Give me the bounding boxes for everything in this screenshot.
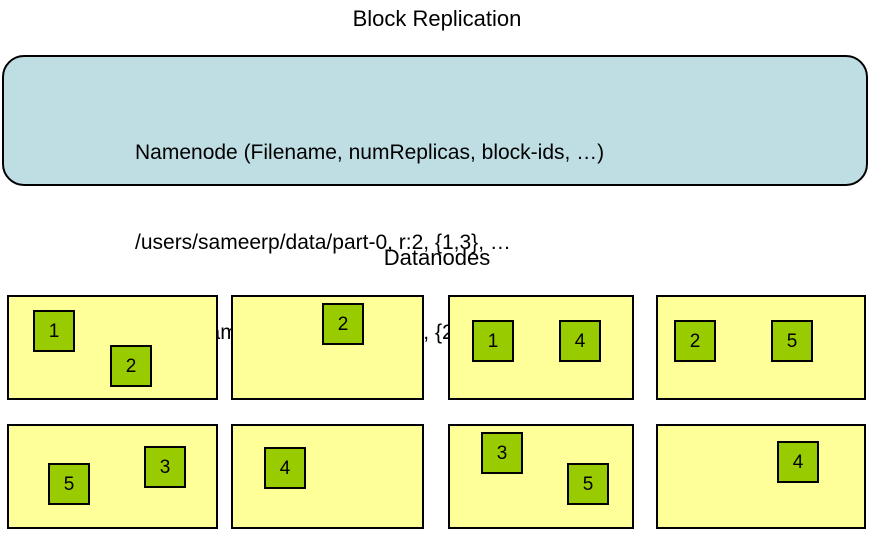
datanode-5 — [7, 424, 218, 529]
namenode-line-schema: Namenode (Filename, numReplicas, block-i… — [135, 141, 605, 164]
datanode-6 — [231, 424, 424, 529]
datanodes-section-label: Datanodes — [383, 245, 491, 270]
block-square: 5 — [771, 320, 813, 362]
block-square: 5 — [567, 463, 609, 505]
block-square: 4 — [264, 447, 306, 489]
block-square: 4 — [777, 441, 819, 483]
page-title: Block Replication — [352, 6, 522, 31]
block-square: 5 — [48, 463, 90, 505]
namenode-line-part-0: /users/sameerp/data/part-0, r:2, {1,3}, … — [135, 231, 511, 254]
block-square: 2 — [322, 303, 364, 345]
block-square: 2 — [110, 345, 152, 387]
namenode-panel — [2, 55, 868, 186]
block-square: 4 — [559, 320, 601, 362]
block-square: 2 — [674, 320, 716, 362]
block-square: 1 — [472, 320, 514, 362]
block-square: 1 — [33, 310, 75, 352]
block-square: 3 — [144, 446, 186, 488]
datanode-8 — [656, 424, 866, 529]
block-square: 3 — [481, 432, 523, 474]
